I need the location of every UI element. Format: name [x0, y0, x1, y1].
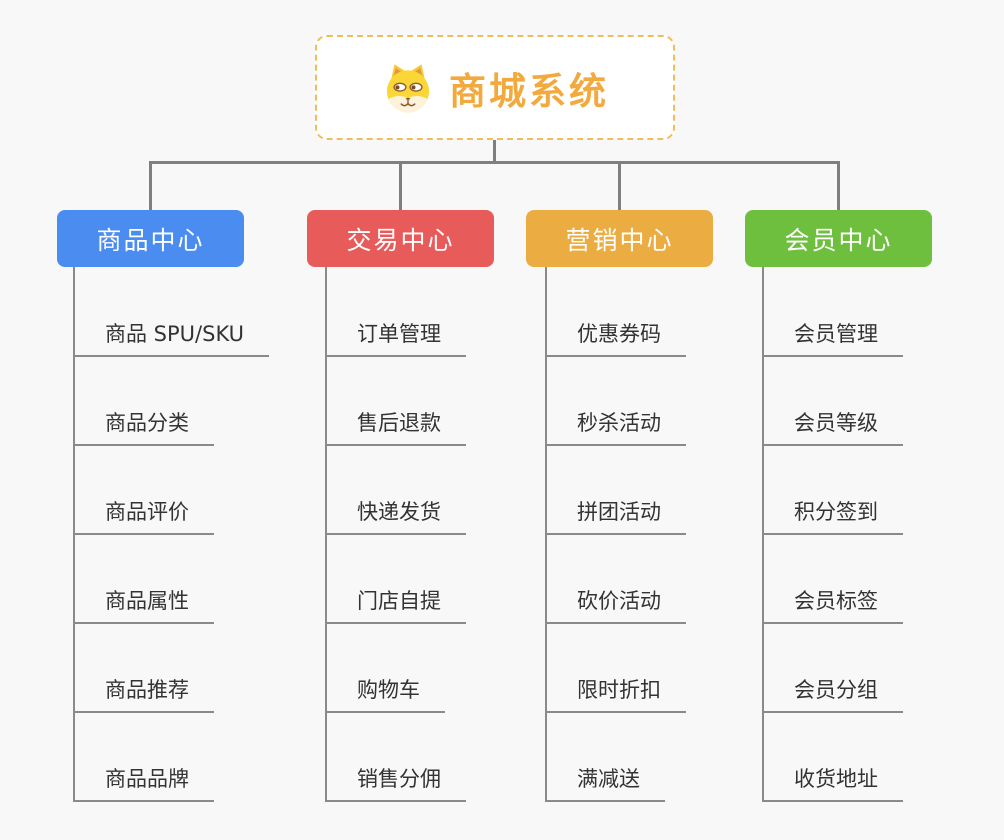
leaf-topic[interactable]: 会员分组	[762, 667, 903, 713]
branch-node-marketing-center[interactable]: 营销中心	[526, 210, 713, 267]
branch-node-product-center[interactable]: 商品中心	[57, 210, 244, 267]
leaf-topic[interactable]: 秒杀活动	[545, 400, 686, 446]
leaf-topic[interactable]: 会员等级	[762, 400, 903, 446]
leaf-topic[interactable]: 门店自提	[325, 578, 466, 624]
leaf-topic[interactable]: 商品评价	[73, 489, 214, 535]
leaf-topic[interactable]: 快递发货	[325, 489, 466, 535]
leaf-topic[interactable]: 限时折扣	[545, 667, 686, 713]
connector-drop-product	[149, 161, 152, 210]
leaf-topic[interactable]: 商品分类	[73, 400, 214, 446]
leaf-topic[interactable]: 购物车	[325, 667, 445, 713]
leaf-topic[interactable]: 订单管理	[325, 311, 466, 357]
leaf-topic[interactable]: 收货地址	[762, 756, 903, 802]
dog-face-icon	[386, 63, 430, 112]
root-title: 商城系统	[449, 69, 609, 113]
connector-root-stub	[493, 140, 496, 164]
leaf-topic[interactable]: 商品属性	[73, 578, 214, 624]
leaf-topic[interactable]: 会员标签	[762, 578, 903, 624]
leaf-topic[interactable]: 商品推荐	[73, 667, 214, 713]
leaf-topic[interactable]: 商品 SPU/SKU	[73, 311, 270, 357]
leaf-topic[interactable]: 销售分佣	[325, 756, 466, 802]
leaf-topic[interactable]: 拼团活动	[545, 489, 686, 535]
leaf-topic[interactable]: 积分签到	[762, 489, 903, 535]
connector-drop-trade	[399, 161, 402, 210]
leaf-topic[interactable]: 会员管理	[762, 311, 903, 357]
leaf-topic[interactable]: 售后退款	[325, 400, 466, 446]
leaf-topic[interactable]: 商品品牌	[73, 756, 214, 802]
leaf-topic[interactable]: 砍价活动	[545, 578, 686, 624]
connector-horizontal-bus	[149, 161, 840, 164]
connector-drop-marketing	[618, 161, 621, 210]
connector-drop-member	[837, 161, 840, 210]
leaf-topic[interactable]: 优惠券码	[545, 311, 686, 357]
branch-node-member-center[interactable]: 会员中心	[745, 210, 932, 267]
branch-node-trade-center[interactable]: 交易中心	[307, 210, 494, 267]
root-node-mall-system[interactable]: 商城系统	[315, 35, 675, 140]
leaf-topic[interactable]: 满减送	[545, 756, 665, 802]
